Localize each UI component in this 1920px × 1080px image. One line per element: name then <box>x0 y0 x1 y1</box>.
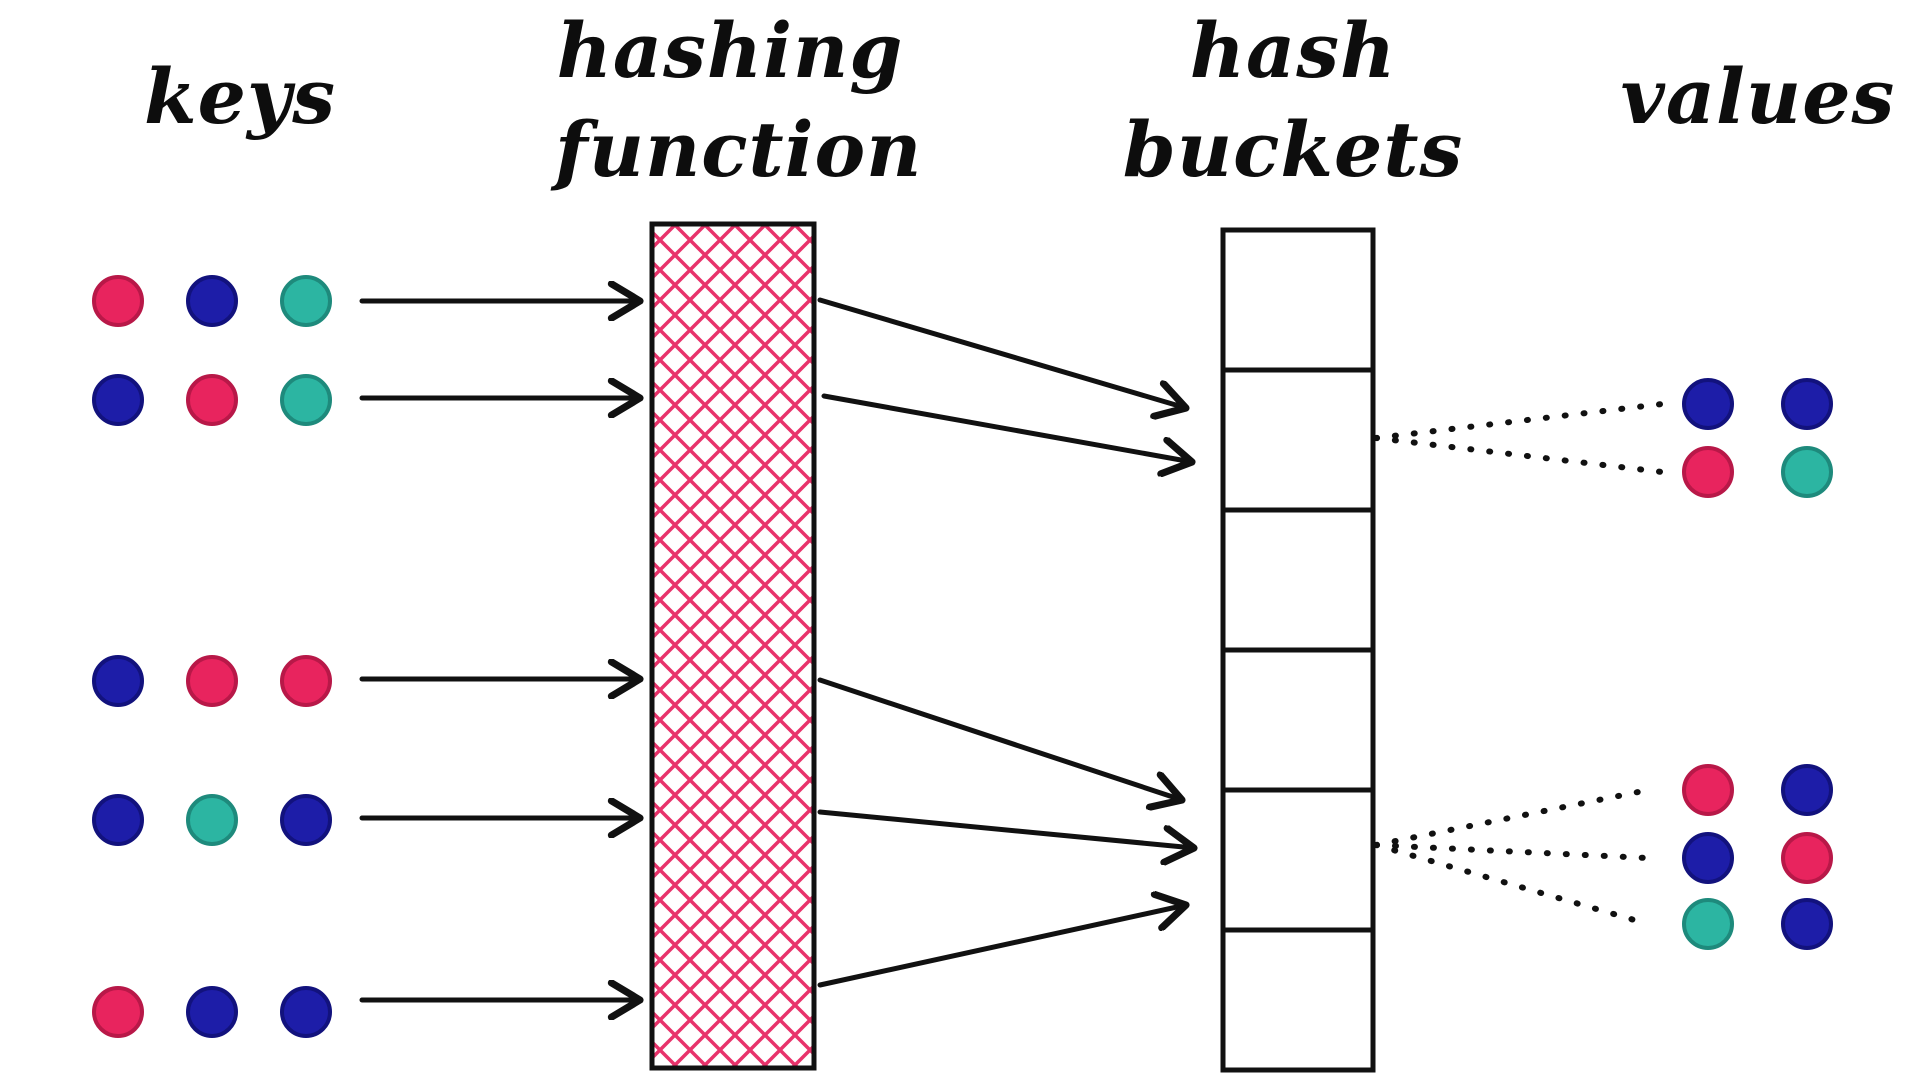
value-dot <box>1682 446 1734 498</box>
hash-to-bucket-arrow <box>817 905 1186 988</box>
key-dot <box>92 794 144 846</box>
hash-bucket-cell <box>1220 647 1376 793</box>
keys-label: keys <box>110 48 370 147</box>
hash-bucket-cell <box>1220 787 1376 933</box>
hash-bucket-cell <box>1220 927 1376 1073</box>
key-dot <box>280 655 332 707</box>
values-label: values <box>1608 48 1908 147</box>
hash-bucket-cell <box>1220 367 1376 513</box>
value-dot <box>1682 898 1734 950</box>
key-dot <box>280 275 332 327</box>
value-dot <box>1682 764 1734 816</box>
value-dot <box>1682 832 1734 884</box>
hash-to-bucket-arrow <box>821 393 1192 462</box>
value-dot <box>1781 832 1833 884</box>
value-dot <box>1781 764 1833 816</box>
value-dot <box>1781 378 1833 430</box>
hashing-label-line1: hashing <box>556 6 904 95</box>
hashing-function-box <box>649 221 817 1071</box>
key-dot <box>92 655 144 707</box>
value-dot <box>1781 446 1833 498</box>
bucket-to-value-link <box>1373 787 1651 848</box>
keys-label-text: keys <box>144 52 336 141</box>
key-dot <box>92 986 144 1038</box>
hash-buckets-column <box>1220 227 1376 1073</box>
bucket-to-value-link <box>1373 842 1651 861</box>
key-dot <box>186 374 238 426</box>
keys-dots <box>92 275 332 1038</box>
value-dot <box>1781 898 1833 950</box>
values-label-text: values <box>1620 52 1896 141</box>
hash-bucket-cell <box>1220 227 1376 373</box>
key-dot <box>280 794 332 846</box>
hash-to-bucket-arrow <box>817 809 1194 848</box>
key-arrows <box>359 301 640 1000</box>
buckets-label-line2: buckets <box>1122 104 1464 194</box>
value-dot <box>1682 378 1734 430</box>
key-dot <box>92 275 144 327</box>
hash-to-bucket-arrow <box>817 297 1186 408</box>
key-dot <box>280 986 332 1038</box>
bucket-to-value-link <box>1373 435 1665 475</box>
hash-to-bucket-arrows <box>817 297 1194 988</box>
key-dot <box>186 794 238 846</box>
bucket-to-value-link <box>1373 401 1665 441</box>
key-dot <box>186 275 238 327</box>
key-dot <box>186 986 238 1038</box>
key-dot <box>186 655 238 707</box>
hash-bucket-cell <box>1220 507 1376 653</box>
hashing-function-label: hashing function <box>555 2 923 200</box>
hashing-label-line2: function <box>555 104 923 194</box>
key-dot <box>280 374 332 426</box>
buckets-label-line1: hash <box>1189 6 1397 95</box>
hash-buckets-label: hash buckets <box>1118 2 1468 200</box>
bucket-to-value-links <box>1373 401 1665 927</box>
hash-to-bucket-arrow <box>817 677 1182 800</box>
key-dot <box>92 374 144 426</box>
values-dots <box>1682 378 1833 950</box>
